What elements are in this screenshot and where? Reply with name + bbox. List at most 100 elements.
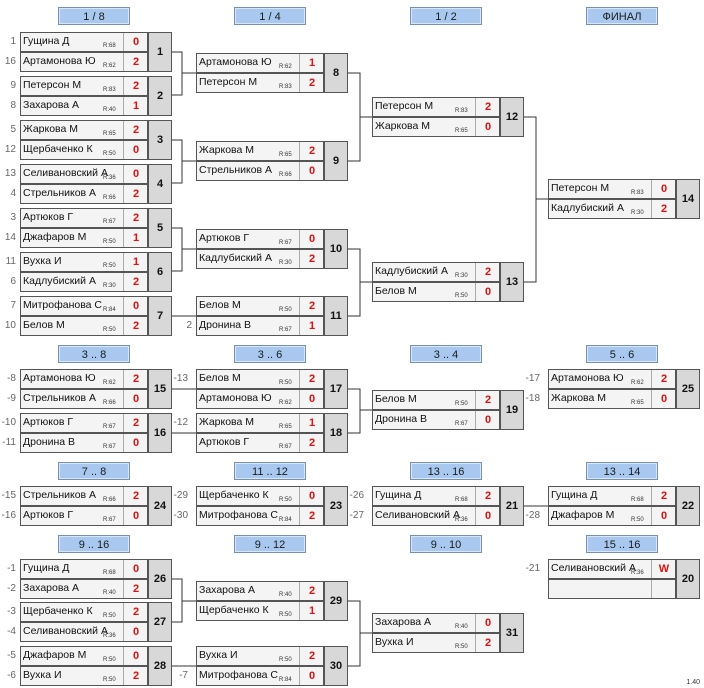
match-number[interactable]: 15 xyxy=(148,369,172,409)
match-number[interactable]: 16 xyxy=(148,413,172,453)
match-number[interactable]: 21 xyxy=(500,486,524,526)
match-number[interactable]: 9 xyxy=(324,141,348,181)
player-name: Артюков Г xyxy=(199,436,250,448)
match-number[interactable]: 2 xyxy=(148,76,172,116)
player-name: Кадлубиский А xyxy=(23,275,96,287)
match-number[interactable]: 17 xyxy=(324,369,348,409)
player-score: 2 xyxy=(132,373,140,385)
player-score: 2 xyxy=(132,212,140,224)
match-number[interactable]: 14 xyxy=(676,179,700,219)
match-number[interactable]: 5 xyxy=(148,208,172,248)
match-number[interactable]: 20 xyxy=(676,559,700,599)
match-number[interactable]: 27 xyxy=(148,602,172,642)
match-number[interactable]: 28 xyxy=(148,646,172,686)
match-number[interactable]: 19 xyxy=(500,390,524,430)
match-number[interactable]: 4 xyxy=(148,164,172,204)
match-number[interactable]: 29 xyxy=(324,581,348,621)
player-name: Селивановский А xyxy=(23,167,108,179)
score-divider xyxy=(123,390,124,408)
match-number[interactable]: 6 xyxy=(148,252,172,292)
match-number[interactable]: 25 xyxy=(676,369,700,409)
seed-label: 12 xyxy=(4,144,16,155)
match-number[interactable]: 1 xyxy=(148,32,172,72)
match-number[interactable]: 30 xyxy=(324,646,348,686)
match-number[interactable]: 13 xyxy=(500,262,524,302)
match-number[interactable]: 11 xyxy=(324,296,348,336)
match-number[interactable]: 26 xyxy=(148,559,172,599)
match-number[interactable]: 31 xyxy=(500,613,524,653)
match-number[interactable]: 22 xyxy=(676,486,700,526)
match-number[interactable]: 12 xyxy=(500,97,524,137)
player-slot[interactable] xyxy=(548,579,676,599)
match-number[interactable]: 3 xyxy=(148,120,172,160)
match-number[interactable]: 18 xyxy=(324,413,348,453)
match-number[interactable]: 7 xyxy=(148,296,172,336)
match-number[interactable]: 23 xyxy=(324,486,348,526)
match-number[interactable]: 24 xyxy=(148,486,172,526)
match-number[interactable]: 10 xyxy=(324,229,348,269)
match-number[interactable]: 8 xyxy=(324,53,348,93)
